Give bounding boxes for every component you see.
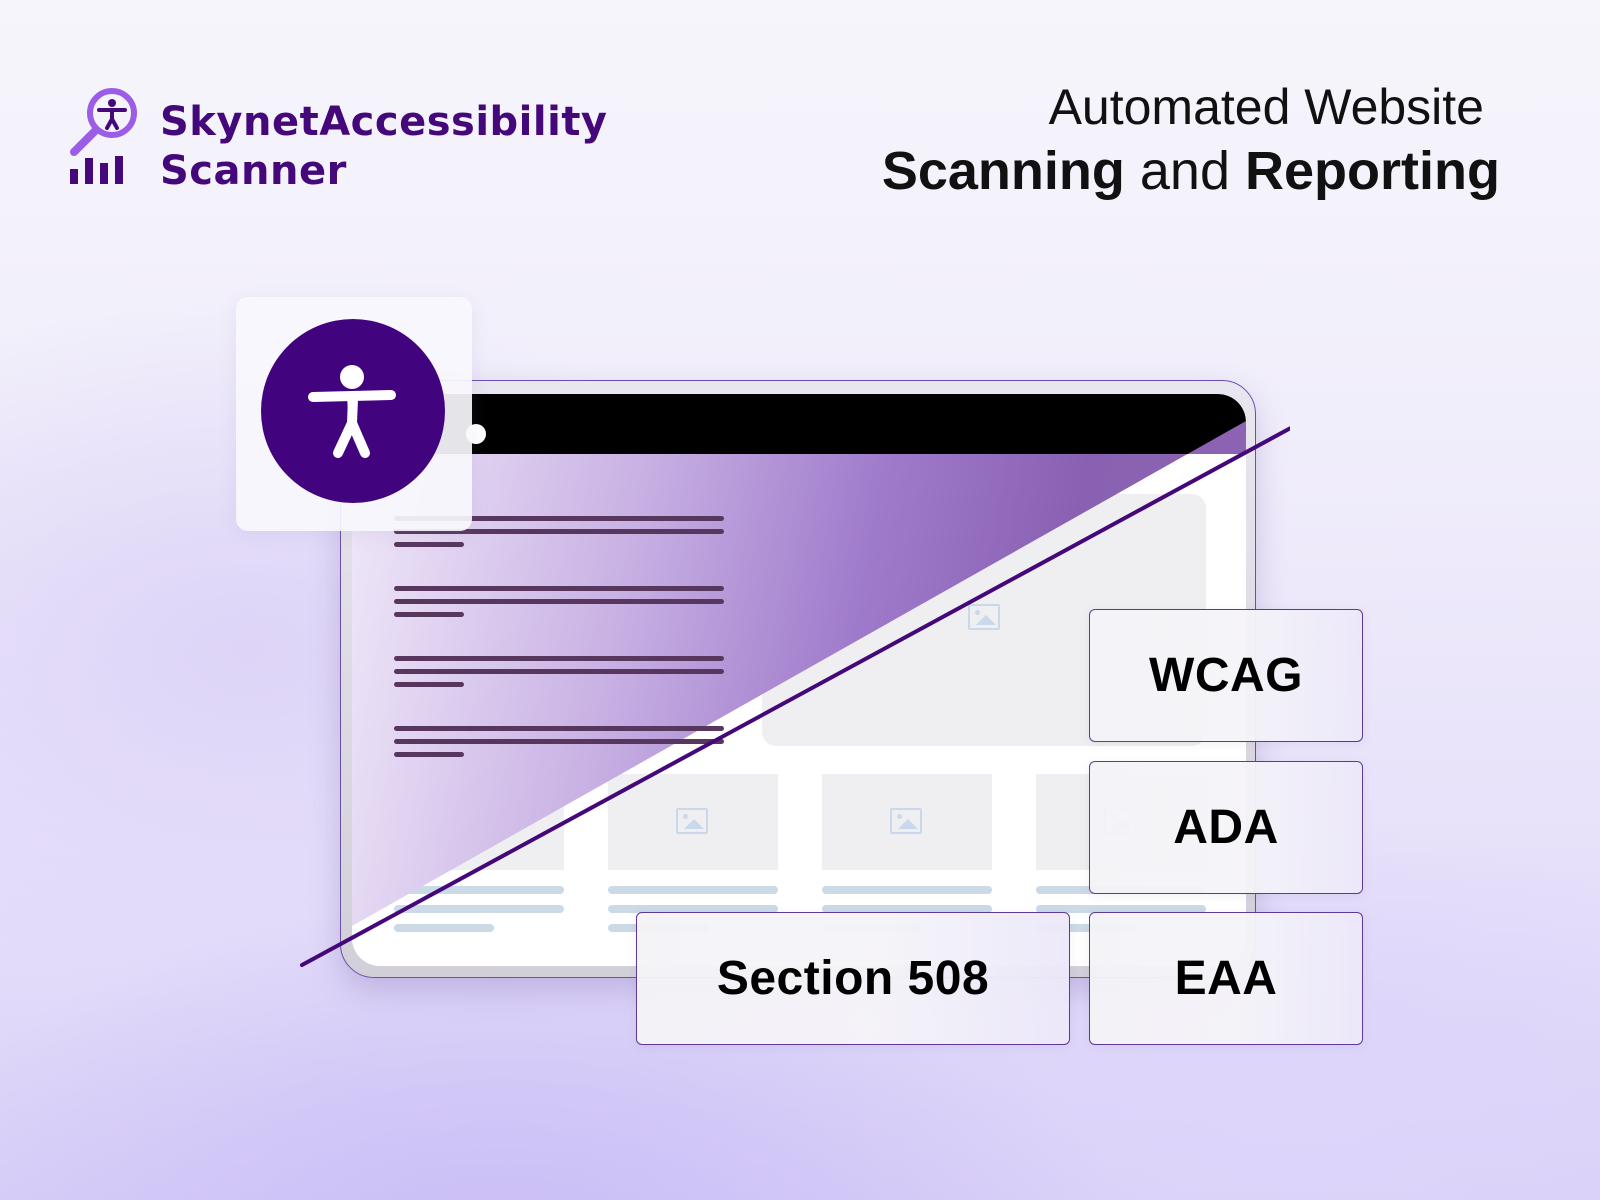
standard-tag-ada: ADA — [1089, 761, 1363, 894]
image-icon — [890, 808, 922, 834]
headline-scanning: Scanning — [881, 141, 1125, 201]
card-image-placeholder — [822, 774, 992, 870]
brand-name-line1: SkynetAccessibility — [160, 99, 608, 145]
standard-tag-section-508: Section 508 — [636, 912, 1070, 1045]
headline-reporting: Reporting — [1245, 141, 1500, 201]
headline-line2: Scanning and Reporting — [882, 136, 1500, 206]
brand-name-line2: Scanner — [160, 148, 347, 194]
standard-tag-eaa: EAA — [1089, 912, 1363, 1045]
card-text-lines — [394, 886, 564, 943]
brand-name: SkynetAccessibility Scanner — [160, 98, 608, 196]
accessibility-person-icon — [308, 365, 396, 458]
text-placeholder-lines — [394, 516, 724, 796]
standard-tag-wcag: WCAG — [1089, 609, 1363, 742]
brand-logo: SkynetAccessibility Scanner — [68, 86, 668, 196]
image-icon — [968, 604, 1000, 630]
browser-title-bar — [352, 394, 1246, 454]
image-icon — [676, 808, 708, 834]
headline: Automated Website Scanning and Reporting — [882, 78, 1500, 206]
headline-line1: Automated Website — [1048, 79, 1484, 135]
headline-and: and — [1139, 141, 1230, 201]
magnifier-accessibility-bars-icon — [70, 88, 137, 184]
accessibility-circle — [261, 319, 445, 503]
accessibility-badge — [236, 297, 472, 531]
